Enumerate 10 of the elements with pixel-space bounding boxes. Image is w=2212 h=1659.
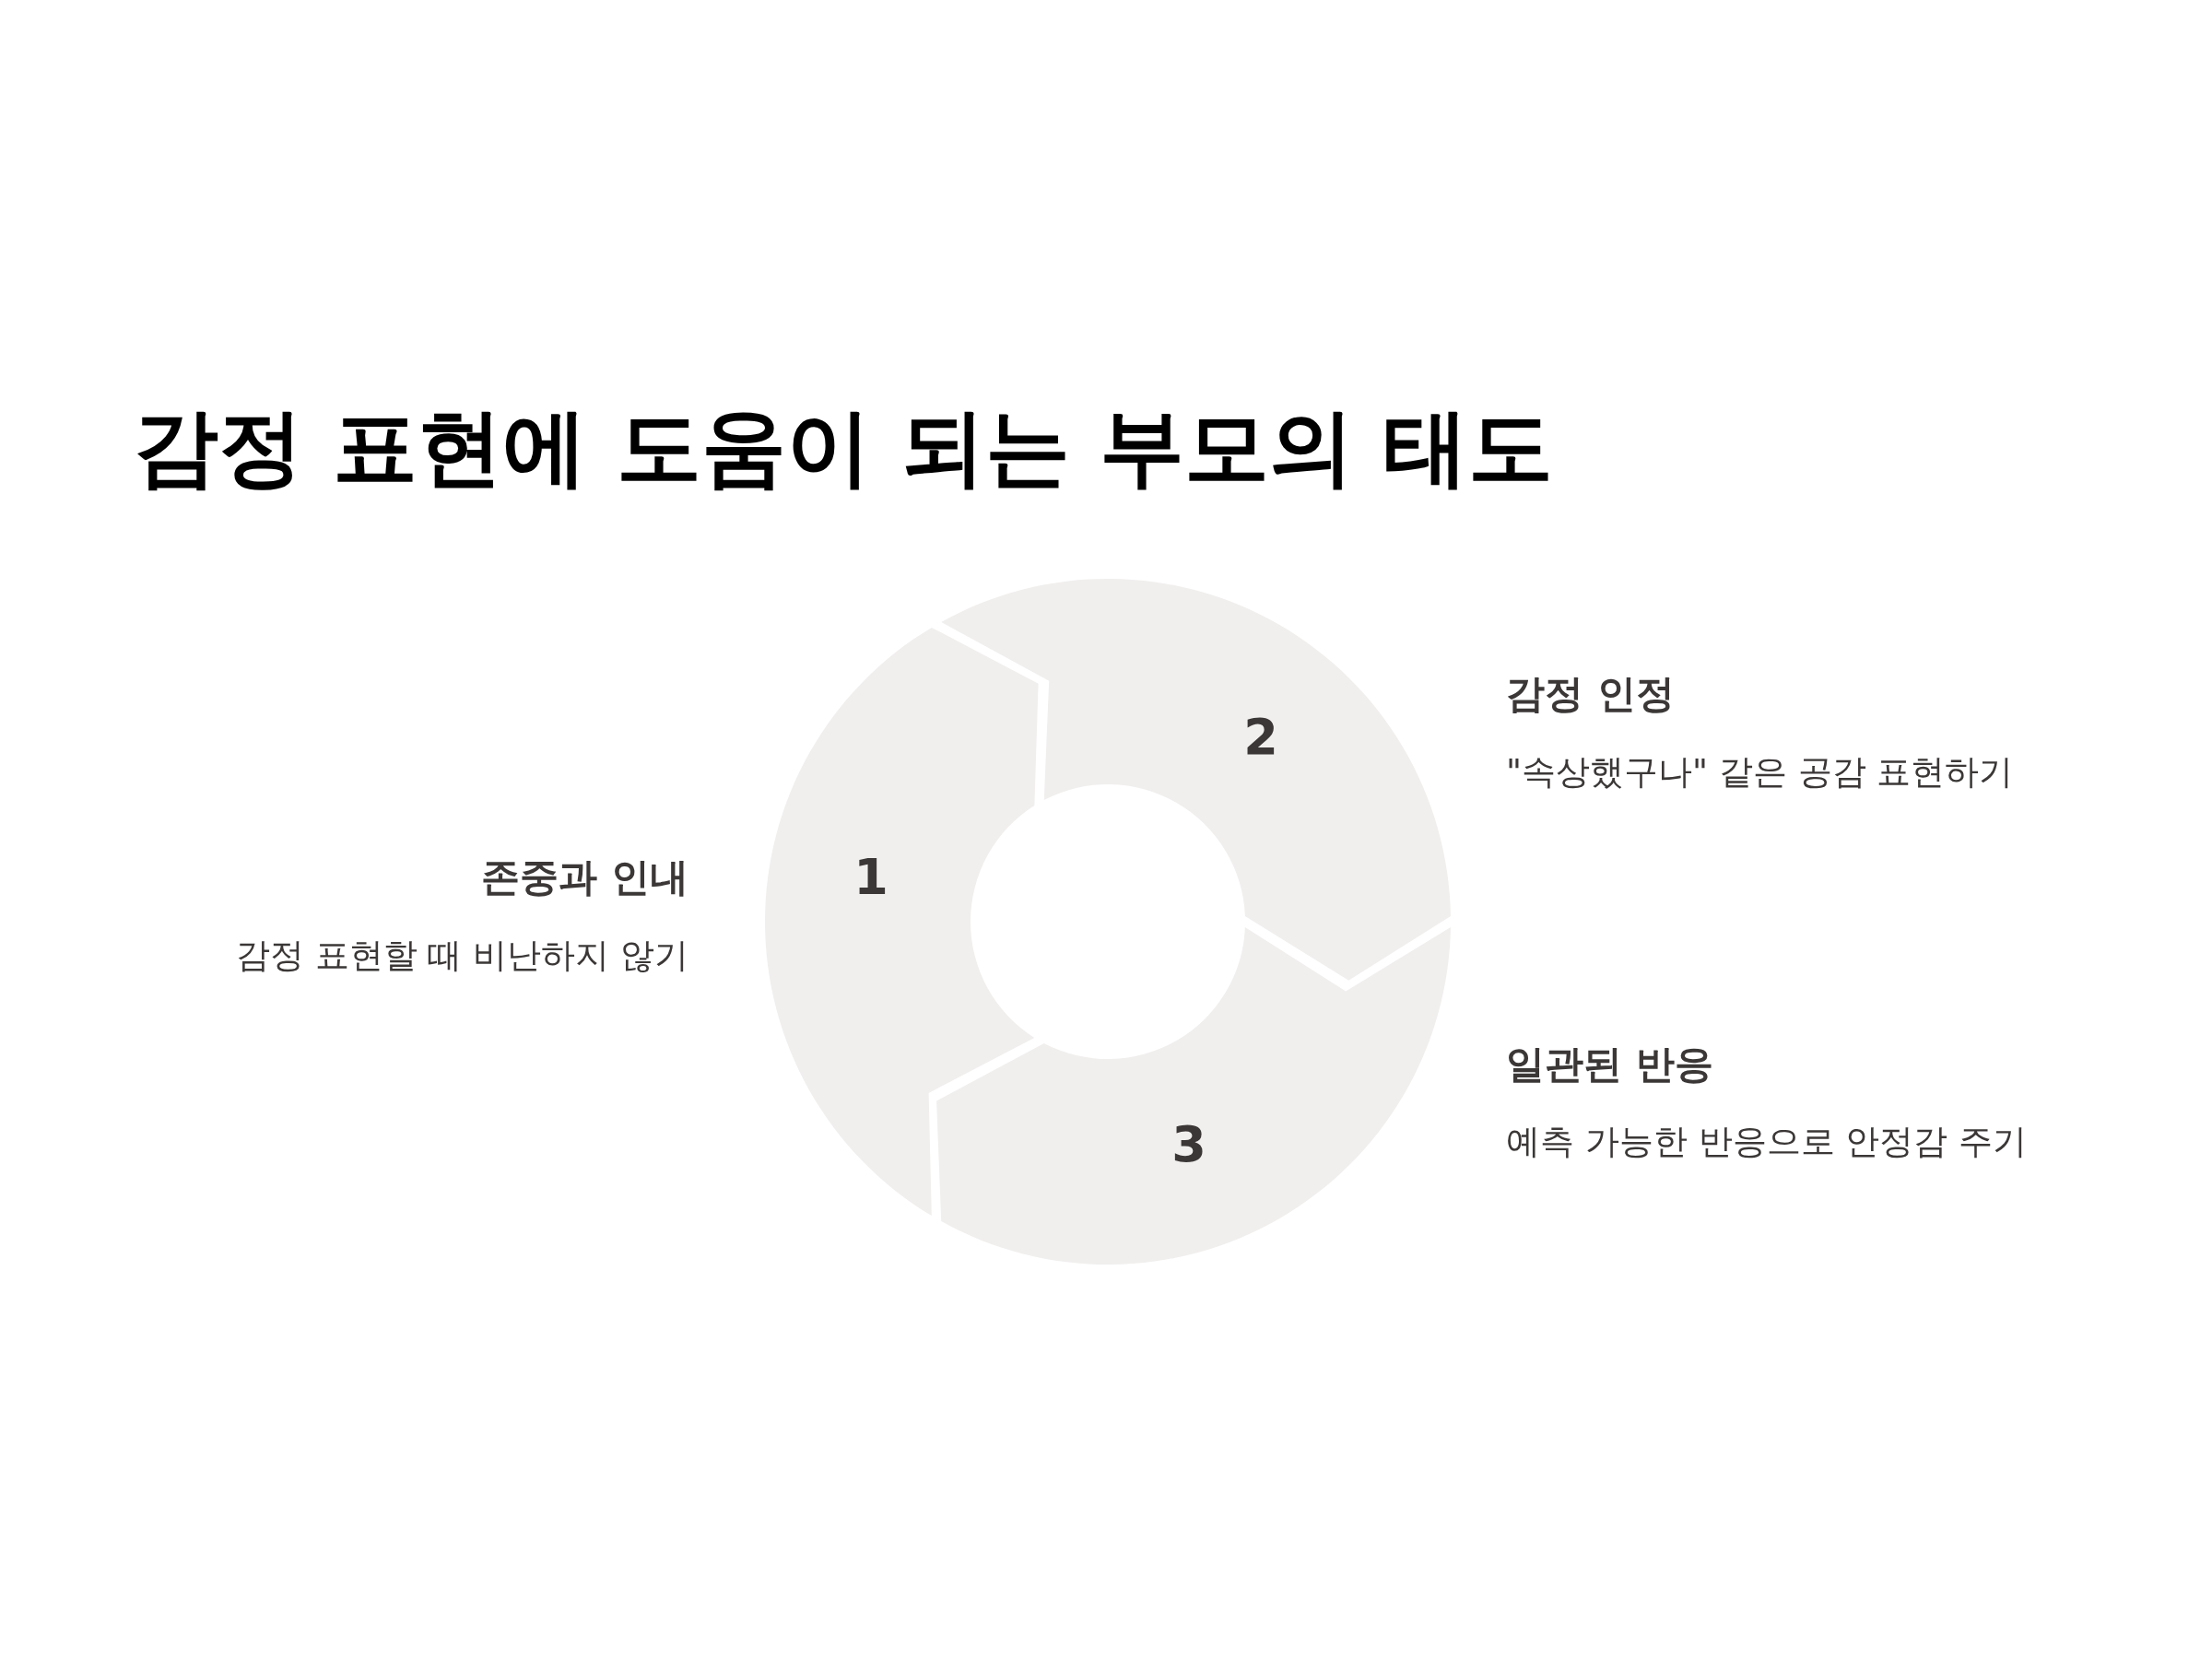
step-heading: 존중과 인내 bbox=[481, 854, 688, 901]
step-number: 3 bbox=[1171, 1114, 1206, 1175]
step-heading: 일관된 반응 bbox=[1506, 1041, 1713, 1088]
step-description: 예측 가능한 반응으로 안정감 주기 bbox=[1506, 1122, 2028, 1163]
step-number: 2 bbox=[1243, 707, 1278, 768]
step-description: 감정 표현할 때 비난하지 않기 bbox=[235, 935, 688, 977]
step-heading: 감정 인정 bbox=[1506, 671, 1675, 718]
step-number: 1 bbox=[853, 847, 888, 908]
step-description: "속상했구나" 같은 공감 표현하기 bbox=[1506, 752, 2014, 794]
title: 감정 표현에 도움이 되는 부모의 태도 bbox=[134, 397, 1554, 499]
